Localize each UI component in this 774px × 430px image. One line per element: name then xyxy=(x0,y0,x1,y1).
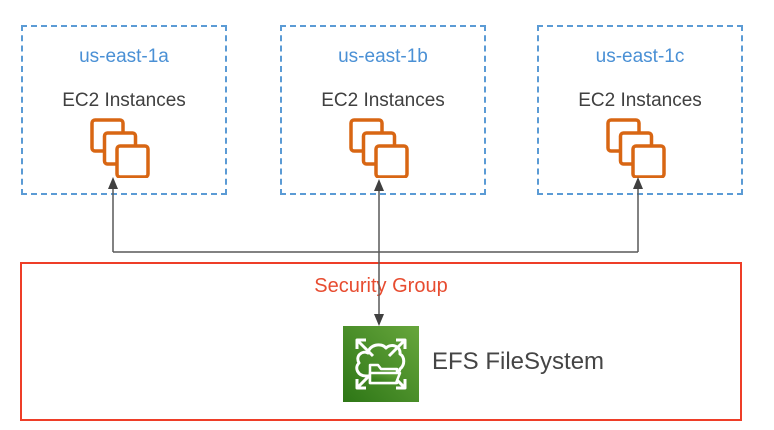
efs-filesystem-label: EFS FileSystem xyxy=(432,348,605,375)
ec2-instances-label: EC2 Instances xyxy=(321,90,445,111)
az-title: us-east-1c xyxy=(595,46,685,67)
ec2-instances-icon xyxy=(606,118,666,178)
az-box-us-east-1c: us-east-1c EC2 Instances xyxy=(537,25,743,195)
ec2-instances-label: EC2 Instances xyxy=(62,90,186,111)
az-box-us-east-1b: us-east-1b EC2 Instances xyxy=(280,25,486,195)
efs-filesystem-icon xyxy=(343,326,419,402)
az-box-us-east-1a: us-east-1a EC2 Instances xyxy=(21,25,227,195)
ec2-instances-label: EC2 Instances xyxy=(578,90,702,111)
az-title: us-east-1a xyxy=(79,46,169,67)
ec2-instances-icon xyxy=(349,118,409,178)
security-group-label: Security Group xyxy=(314,275,448,297)
ec2-instances-icon xyxy=(90,118,150,178)
az-title: us-east-1b xyxy=(338,46,428,67)
